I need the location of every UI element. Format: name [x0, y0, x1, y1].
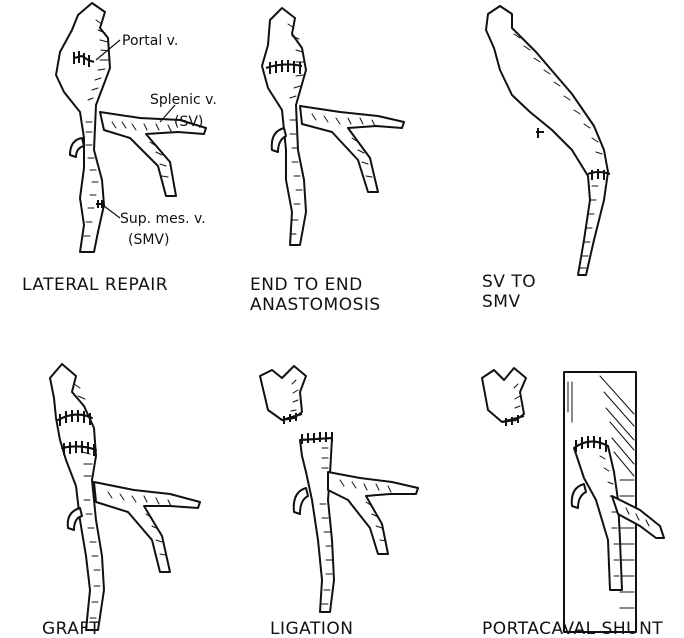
- lower-vessel-trunk: [300, 438, 334, 612]
- upper-ligated-stump: [482, 368, 526, 422]
- portal-vein-trunk: [262, 8, 306, 245]
- smv-label: (SMV): [128, 232, 169, 248]
- upper-ligated-stump: [260, 366, 306, 420]
- panel-portacaval-shunt: PORTACAVAL SHUNT: [482, 368, 664, 638]
- panel-ligation: LIGATION: [260, 366, 418, 638]
- panel-end-to-end: END TO END ANASTOMOSIS: [250, 8, 404, 315]
- side-tributary: [70, 138, 84, 157]
- panel-sv-to-smv: SV TO SMV: [482, 6, 610, 312]
- panel-lateral-repair: Portal v. Splenic v. (SV) Sup. mes. v. (…: [22, 3, 217, 295]
- splenic-vein-branch: [328, 472, 418, 554]
- sv-smv-suture-upper: [536, 128, 544, 138]
- caption-lateral-repair: LATERAL REPAIR: [22, 275, 168, 295]
- graft-drawing: [50, 364, 200, 630]
- sv-label: (SV): [174, 114, 203, 130]
- portacaval-shunt-drawing: [482, 368, 664, 632]
- caption-sv-to-smv-line-1: SV TO: [482, 272, 536, 292]
- splenic-v-label: Splenic v.: [150, 92, 217, 108]
- caption-graft: GRAFT: [42, 619, 100, 638]
- ligation-drawing: [260, 366, 418, 612]
- sv-to-smv-drawing: [486, 6, 610, 275]
- sup-mes-v-label: Sup. mes. v.: [120, 211, 206, 227]
- end-to-end-drawing: [262, 8, 404, 245]
- side-tributary: [272, 128, 286, 152]
- caption-end-to-end-line-1: END TO END: [250, 275, 363, 295]
- caption-end-to-end-line-2: ANASTOMOSIS: [250, 295, 381, 315]
- panel-graft: GRAFT: [42, 364, 200, 638]
- side-tributary: [294, 488, 308, 514]
- smv-leader: [104, 206, 120, 218]
- caption-portacaval-shunt: PORTACAVAL SHUNT: [482, 619, 663, 638]
- caption-sv-to-smv-line-2: SMV: [482, 292, 521, 312]
- caption-ligation: LIGATION: [270, 619, 353, 638]
- portal-to-splenic-vessel: [486, 6, 608, 275]
- portal-v-label: Portal v.: [122, 33, 178, 49]
